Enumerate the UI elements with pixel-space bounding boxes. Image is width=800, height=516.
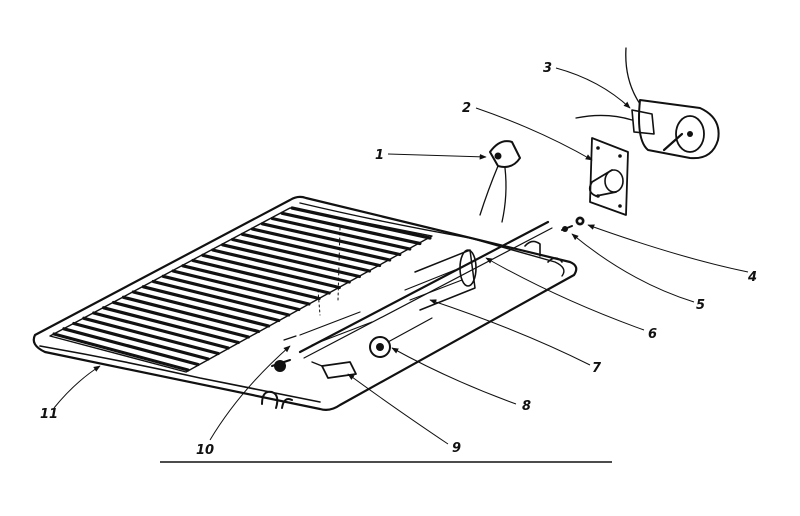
- callout-8: 8: [522, 399, 531, 414]
- rack-slat: [62, 327, 200, 367]
- rack-slat: [230, 237, 372, 273]
- receptacle-plug: [479, 140, 521, 223]
- rack-slat: [191, 258, 331, 295]
- rack-slat: [101, 306, 240, 345]
- callout-11: 11: [40, 407, 58, 422]
- rack-slat: [171, 269, 311, 306]
- rack-slat: [250, 227, 392, 262]
- rack-slat: [151, 279, 291, 317]
- leader-lines: [53, 67, 749, 445]
- callout-2: 2: [462, 101, 471, 116]
- rack-slat: [181, 264, 321, 301]
- rack-slat: [72, 321, 210, 361]
- rack-slat: [221, 243, 361, 279]
- rack-slat: [141, 285, 281, 323]
- screw: [561, 225, 573, 232]
- rotisserie-motor: [575, 47, 720, 160]
- rack-slat: [52, 332, 190, 372]
- spit-assembly: [271, 220, 553, 379]
- callout-9: 9: [452, 441, 461, 456]
- rack-slat: [280, 211, 422, 246]
- rack-slat: [161, 274, 301, 312]
- rack-slat: [201, 253, 341, 290]
- callout-1: 1: [375, 148, 384, 163]
- callout-6: 6: [648, 327, 657, 342]
- rack-slat: [131, 290, 271, 328]
- callout-10: 10: [196, 443, 214, 458]
- nut: [575, 216, 585, 226]
- rack-slat: [92, 311, 230, 350]
- rack-slats: [52, 206, 432, 372]
- rack-slat: [82, 316, 220, 356]
- mounting-bracket: [588, 137, 629, 216]
- rack-slat: [240, 232, 382, 268]
- rack-slat: [260, 222, 402, 257]
- rack-slat: [270, 216, 412, 251]
- callout-4: 4: [747, 270, 757, 285]
- rack-slat: [121, 295, 261, 334]
- callout-7: 7: [592, 361, 602, 376]
- rack-slat: [290, 206, 432, 240]
- rack-slat: [211, 248, 351, 284]
- rack-slat: [111, 300, 251, 339]
- oven-rack: [32, 195, 578, 411]
- callout-5: 5: [696, 298, 705, 313]
- callout-3: 3: [543, 61, 552, 76]
